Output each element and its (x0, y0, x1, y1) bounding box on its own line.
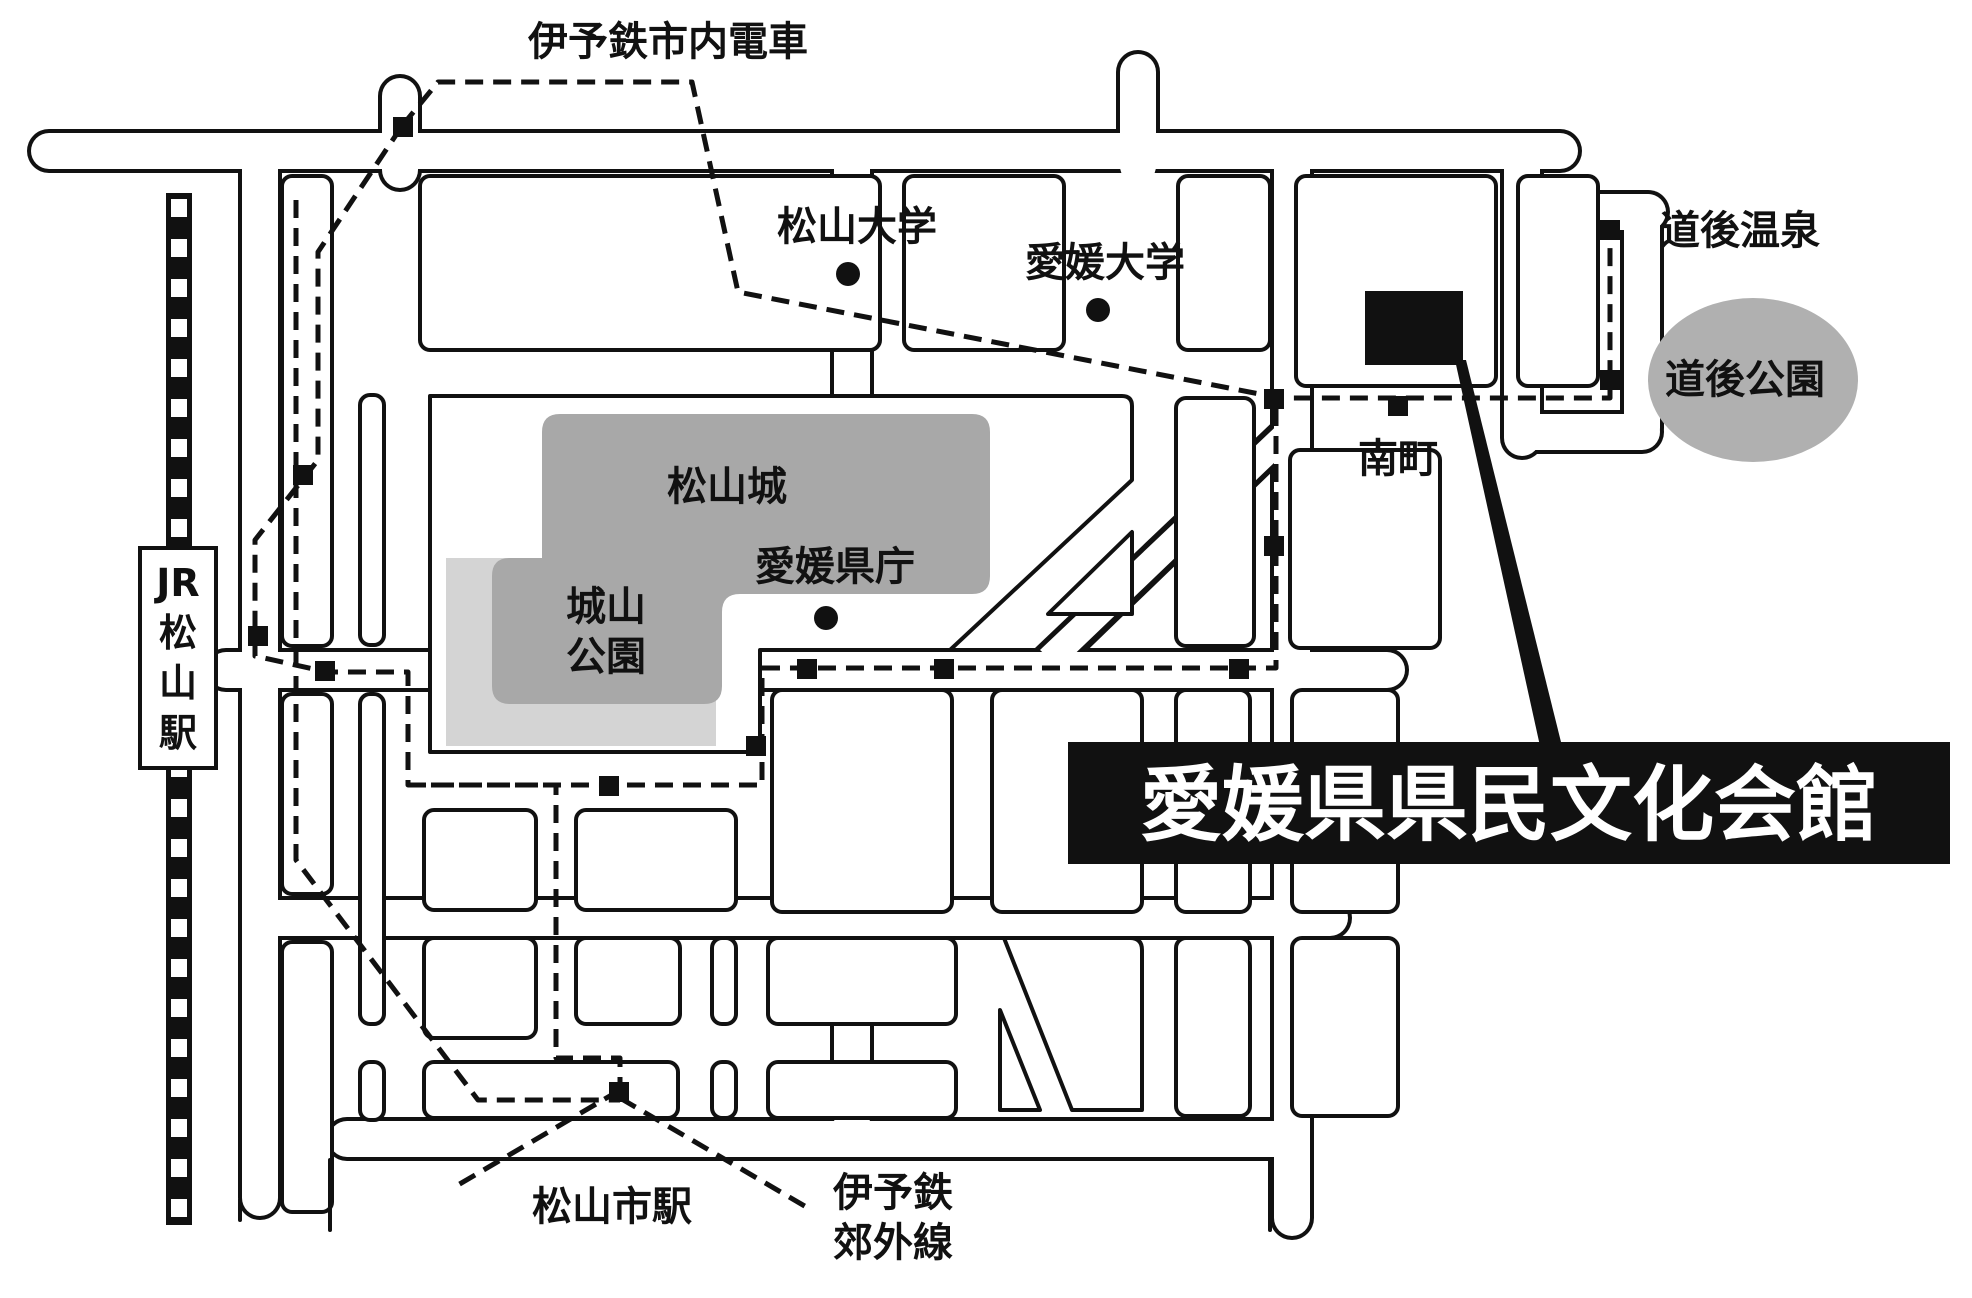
rail-tie (171, 1159, 187, 1177)
ehime-university-label: 愛媛大学 (1025, 240, 1185, 286)
rail-tie (171, 919, 187, 937)
venue-building-icon (1365, 291, 1463, 365)
rail-tie (171, 839, 187, 857)
title-box (1068, 742, 1950, 864)
dot-icon (836, 262, 860, 286)
dogo-park-area (1648, 298, 1858, 462)
matsuyama-university-label: 松山大学 (777, 204, 937, 250)
rail-tie (171, 359, 187, 377)
prefectural-office-label: 愛媛県庁 (755, 544, 915, 590)
venue-pointer (1455, 360, 1562, 746)
square-stop-icon (797, 659, 817, 679)
block (1174, 396, 1256, 648)
square-stop-icon (248, 626, 268, 646)
square-stop-icon (599, 776, 619, 796)
block (770, 688, 954, 914)
rail-tie (171, 399, 187, 417)
square-stop-icon (1229, 659, 1249, 679)
square-stop-icon (1264, 536, 1284, 556)
square-stop-icon (315, 661, 335, 681)
block (1174, 936, 1252, 1118)
jr-station-label-line4: 駅 (159, 711, 197, 755)
minamimachi-label: 南町 (1358, 436, 1438, 482)
block (1516, 174, 1600, 388)
rail-tie (171, 879, 187, 897)
block (280, 692, 334, 896)
block (766, 1060, 958, 1120)
matsuyama-castle-label: 松山城 (667, 464, 787, 510)
block (358, 692, 386, 1026)
rail-tie (171, 279, 187, 297)
rail-tie (171, 1039, 187, 1057)
jr-station-box (138, 546, 218, 770)
block (998, 1008, 1042, 1112)
suburban-line-label-line2: 郊外線 (833, 1220, 953, 1266)
tram-line-label: 伊予鉄市内電車 (527, 19, 808, 65)
square-stop-icon (1264, 389, 1284, 409)
block (766, 936, 958, 1026)
matsuyamashi-station-label: 松山市駅 (532, 1184, 692, 1230)
rail-tie (171, 959, 187, 977)
square-stop-icon (609, 1082, 629, 1102)
shiroyama-park-label-line1: 城山 (566, 584, 646, 630)
dogo-park-label: 道後公園 (1665, 357, 1825, 403)
rail-tie (171, 1079, 187, 1097)
block (1176, 174, 1272, 352)
dot-icon (1086, 298, 1110, 322)
block (280, 940, 334, 1214)
landmark-dots (814, 262, 1110, 630)
dogo-onsen-label: 道後温泉 (1660, 208, 1820, 254)
block (1288, 448, 1442, 650)
square-stop-icon (1388, 396, 1408, 416)
jr-station-label-line2: 松 (159, 611, 197, 655)
rail-tie (171, 199, 187, 217)
rail-tie (171, 479, 187, 497)
square-stop-icon (1600, 220, 1620, 240)
rail-tie (171, 999, 187, 1017)
tram-line (252, 79, 1613, 1211)
shiroyama-park-label-line2: 公園 (566, 634, 646, 680)
rail-tie (171, 1119, 187, 1137)
square-stop-icon (293, 465, 313, 485)
block (902, 174, 1066, 352)
suburban-line-label-line1: 伊予鉄 (832, 1170, 953, 1216)
block (1046, 530, 1134, 616)
square-stop-icon (934, 659, 954, 679)
rail-tie (171, 519, 187, 537)
rail-tie (171, 439, 187, 457)
matsuyama-castle-area (492, 414, 990, 704)
block (574, 936, 682, 1026)
square-stop-icon (746, 736, 766, 756)
block (422, 1060, 680, 1120)
block (358, 1060, 386, 1122)
square-stop-icon (1600, 370, 1620, 390)
rail-tie (171, 319, 187, 337)
venue-title: 愛媛県県民文化会館 (1140, 758, 1878, 853)
block (710, 1060, 738, 1120)
rail-tie (171, 1199, 187, 1217)
block (1290, 936, 1400, 1118)
block (358, 393, 386, 647)
block (422, 936, 538, 1040)
block (710, 936, 738, 1026)
road-edges (238, 1158, 1272, 1232)
dot-icon (814, 606, 838, 630)
block (574, 808, 738, 912)
block (418, 174, 882, 352)
jr-station-label-line1: JR (153, 561, 199, 605)
rail-tie (171, 239, 187, 257)
block (422, 808, 538, 912)
square-stop-icon (393, 117, 413, 137)
jr-station-label-line3: 山 (159, 661, 197, 705)
rail-tie (171, 799, 187, 817)
block (1002, 936, 1144, 1112)
station-markers (248, 117, 1620, 1102)
